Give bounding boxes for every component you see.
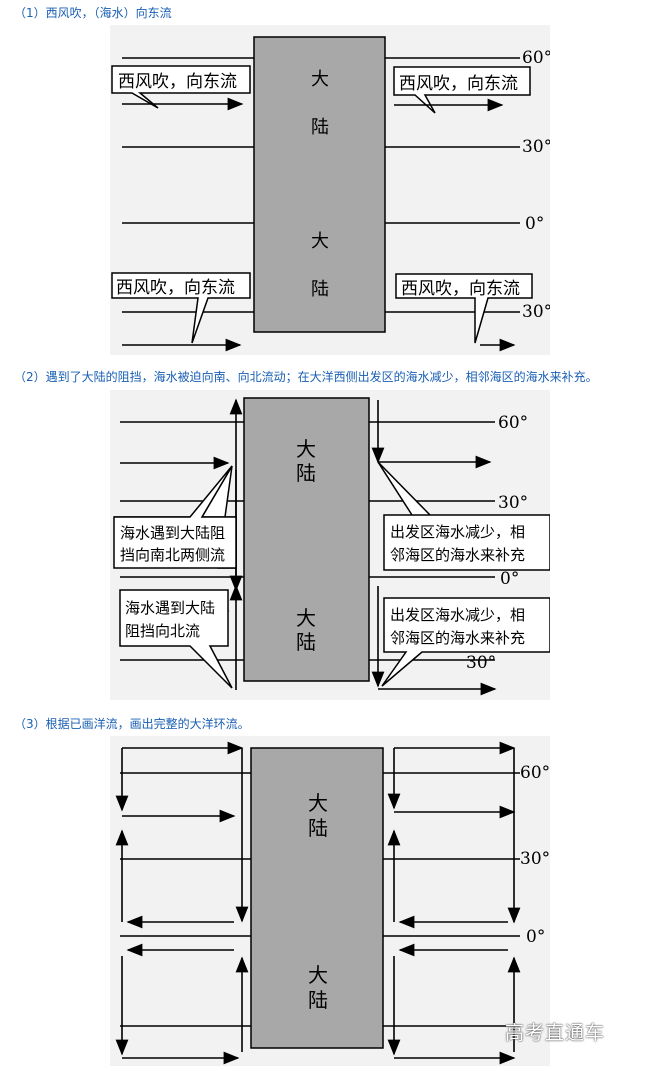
continent — [253, 36, 386, 333]
latitude-label-60: 60° — [520, 763, 550, 783]
callout-text: 西风吹，向东流 — [118, 72, 237, 92]
figure-gyres-diagram: 大 陆 大 陆 60° 30° 0° — [115, 741, 550, 1065]
callout-text: 西风吹，向东流 — [399, 74, 518, 94]
continent-label: 大 — [311, 231, 329, 252]
step1-caption: （1）西风吹，（海水）向东流 — [14, 6, 172, 20]
latitude-label-0: 0° — [526, 927, 545, 947]
callout-bubble — [113, 465, 237, 569]
callout-text: 海水遇到大陆阻 — [120, 524, 225, 542]
continent-label: 陆 — [308, 816, 328, 840]
callout-text: 挡向南北两侧流 — [120, 546, 225, 564]
callout-text: 西风吹，向东流 — [116, 278, 235, 298]
callout-text: 邻海区的海水来补充 — [390, 629, 525, 647]
figure-gyres: 大 陆 大 陆 60° 30° 0° — [110, 736, 550, 1066]
continent-label: 大 — [308, 791, 328, 815]
latitude-label-30: 30° — [498, 493, 528, 513]
watermark: 高考直通车 — [505, 1022, 606, 1044]
latitude-label-0: 0° — [500, 569, 519, 589]
callout-text: 邻海区的海水来补充 — [390, 546, 525, 564]
continent-label: 大 — [296, 606, 316, 630]
latitude-label-30s: 30° — [522, 302, 550, 322]
latitude-label-30s: 30° — [466, 653, 496, 673]
figure-deflection-diagram: 大 陆 大 陆 60° 30° 0° 30° 海水遇到大陆阻 挡向南北两侧流 出… — [113, 397, 551, 696]
continent-label: 陆 — [308, 988, 328, 1012]
continent-label: 陆 — [311, 117, 329, 138]
step3-caption: （3）根据已画洋流，画出完整的大洋环流。 — [14, 717, 250, 731]
latitude-label-30: 30° — [522, 137, 550, 157]
callout-bubble — [111, 272, 251, 344]
latitude-label-30: 30° — [520, 849, 550, 869]
latitude-label-60: 60° — [522, 48, 550, 68]
figure-deflection: 大 陆 大 陆 60° 30° 0° 30° 海水遇到大陆阻 挡向南北两侧流 出… — [110, 390, 551, 700]
callout-text: 海水遇到大陆 — [125, 599, 215, 617]
continent-label: 陆 — [296, 630, 316, 654]
callout-bubble — [119, 589, 233, 689]
figure-westerlies-diagram: 大 陆 大 陆 60° 30° 0° 30° 西风吹，向东流 西风吹，向东流 西… — [111, 36, 552, 352]
continent-label: 陆 — [311, 279, 329, 300]
figure-westerlies: 大 陆 大 陆 60° 30° 0° 30° 西风吹，向东流 西风吹，向东流 西… — [110, 25, 552, 355]
continent-label: 陆 — [296, 461, 316, 485]
callout-bubble — [395, 273, 533, 344]
callout-text: 阻挡向北流 — [125, 622, 200, 640]
latitude-label-0: 0° — [525, 214, 544, 234]
callout-text: 西风吹，向东流 — [401, 279, 520, 299]
step2-caption: （2）遇到了大陆的阻挡，海水被迫向南、向北流动；在大洋西侧出发区的海水减少，相邻… — [14, 370, 598, 384]
continent-label: 大 — [308, 963, 328, 987]
callout-text: 出发区海水减少，相 — [390, 606, 525, 624]
continent — [250, 747, 384, 1049]
callout-bubble — [111, 65, 251, 109]
continent-label: 大 — [311, 69, 329, 90]
latitude-label-60: 60° — [498, 413, 528, 433]
callout-bubble — [393, 66, 531, 114]
continent-label: 大 — [296, 437, 316, 461]
continent — [243, 397, 370, 682]
callout-text: 出发区海水减少，相 — [390, 523, 525, 541]
